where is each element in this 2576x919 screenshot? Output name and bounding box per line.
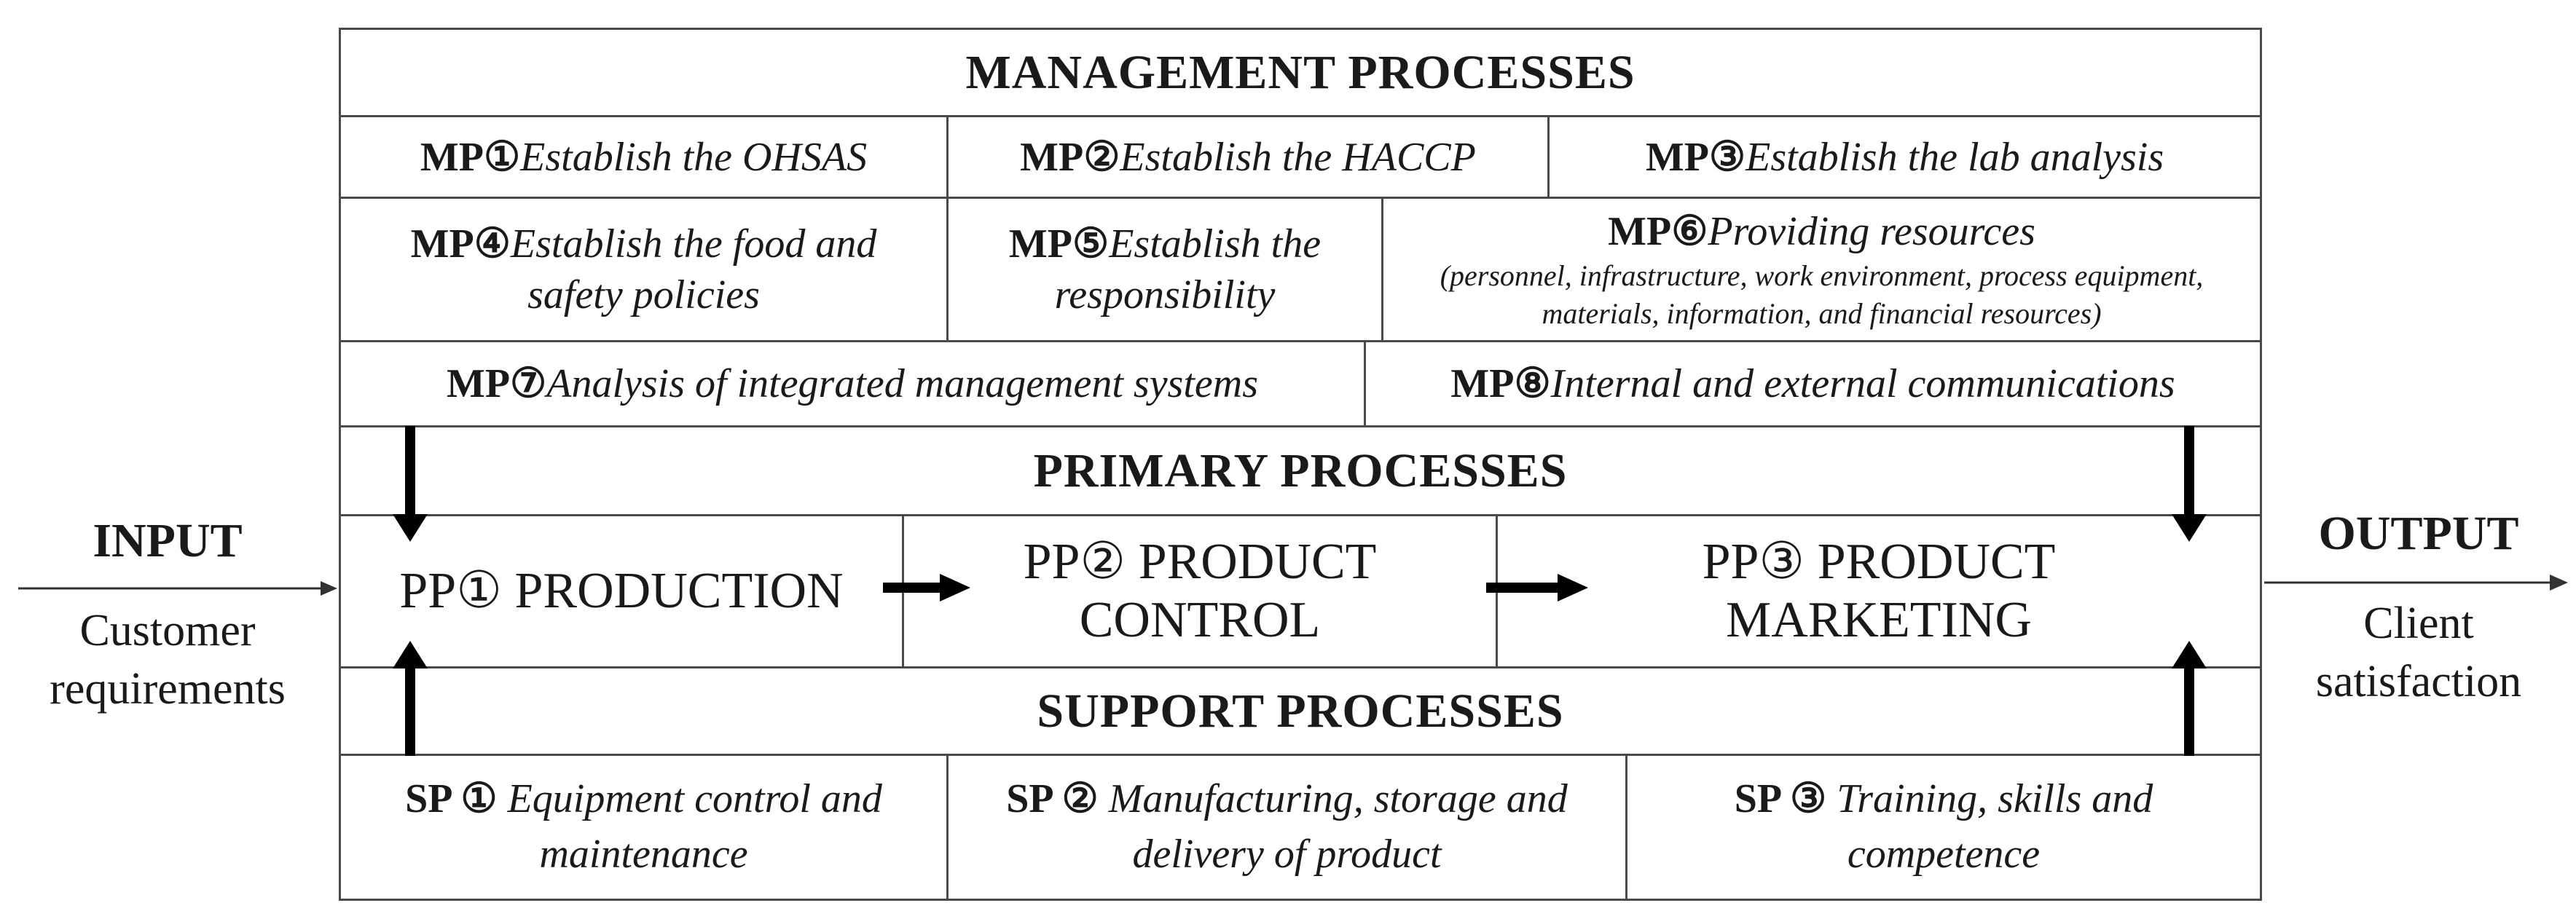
pp2-line1: PRODUCT — [1138, 533, 1377, 590]
mp7-code: MP⑦ — [446, 361, 547, 406]
primary-processes-title: PRIMARY PROCESSES — [1033, 443, 1568, 497]
output-line2: satisfaction — [2315, 657, 2522, 707]
mp4-text: Establish the food and safety policies — [510, 221, 877, 317]
output-line1: Client — [2363, 598, 2474, 648]
pp1-box: PP① PRODUCTION — [339, 514, 904, 668]
support-processes-title: SUPPORT PROCESSES — [1037, 684, 1564, 738]
sp1-box: SP ① Equipment control and maintenance — [339, 754, 949, 901]
mp8-code: MP⑧ — [1450, 361, 1551, 406]
input-title: INPUT — [93, 514, 243, 567]
primary-processes-header: PRIMARY PROCESSES — [339, 425, 2262, 516]
output-title: OUTPUT — [2318, 507, 2519, 560]
management-down-arrow-right — [2172, 426, 2207, 542]
mp7-box: MP⑦Analysis of integrated management sys… — [339, 340, 1366, 427]
sp2-text: Manufacturing, storage and delivery of p… — [1108, 776, 1568, 877]
output-arrow — [2264, 575, 2568, 591]
mp4-box: MP④Establish the food and safety policie… — [339, 197, 949, 342]
support-up-arrow-left — [393, 641, 428, 756]
pp1-text: PRODUCTION — [514, 562, 844, 619]
mp3-code: MP③ — [1645, 134, 1746, 180]
input-line2: requirements — [50, 664, 286, 714]
mp1-code: MP① — [420, 134, 521, 180]
pp2-line2: CONTROL — [1079, 592, 1321, 648]
input-line1: Customer — [79, 605, 256, 655]
output-label-group: OUTPUT Client satisfaction — [2266, 502, 2572, 711]
sp1-text: Equipment control and maintenance — [507, 776, 882, 877]
pp1-code: PP① — [399, 562, 502, 619]
support-processes-header: SUPPORT PROCESSES — [339, 666, 2262, 756]
mp6-text: Providing resources — [1708, 209, 2035, 254]
mp2-code: MP② — [1020, 134, 1120, 180]
mp6-code: MP⑥ — [1608, 209, 1708, 254]
mp3-text: Establish the lab analysis — [1746, 134, 2164, 180]
management-processes-header: MANAGEMENT PROCESSES — [339, 28, 2262, 117]
management-processes-title: MANAGEMENT PROCESSES — [965, 45, 1635, 99]
mp1-text: Establish the OHSAS — [520, 134, 868, 180]
sp1-code: SP ① — [405, 776, 498, 822]
pp3-line1: PRODUCT — [1817, 533, 2056, 590]
sp2-box: SP ② Manufacturing, storage and delivery… — [946, 754, 1627, 901]
pp2-to-pp3-arrow — [1486, 574, 1588, 602]
management-down-arrow-left — [393, 426, 428, 542]
sp3-box: SP ③ Training, skills and competence — [1625, 754, 2262, 901]
pp3-box: PP③ PRODUCT MARKETING — [1496, 514, 2262, 668]
pp3-line2: MARKETING — [1726, 592, 2032, 648]
pp2-code: PP② — [1023, 533, 1126, 590]
pp1-to-pp2-arrow — [883, 574, 970, 602]
mp4-code: MP④ — [410, 221, 511, 267]
mp5-box: MP⑤Establish the responsibility — [946, 197, 1383, 342]
mp6-box: MP⑥Providing resources (personnel, infra… — [1381, 197, 2262, 342]
input-label-group: INPUT Customer requirements — [0, 510, 335, 719]
mp5-text: Establish the responsibility — [1054, 221, 1322, 317]
mp2-text: Establish the HACCP — [1120, 134, 1476, 180]
mp5-code: MP⑤ — [1008, 221, 1110, 267]
mp8-text: Internal and external communications — [1550, 361, 2175, 406]
sp3-text: Training, skills and competence — [1837, 776, 2153, 877]
mp6-detail: (personnel, infrastructure, work environ… — [1440, 259, 2204, 330]
mp7-text: Analysis of integrated management system… — [546, 361, 1258, 406]
mp3-box: MP③Establish the lab analysis — [1547, 115, 2262, 199]
pp3-code: PP③ — [1702, 533, 1805, 590]
sp2-code: SP ② — [1006, 776, 1099, 822]
sp3-code: SP ③ — [1734, 776, 1827, 822]
input-arrow — [18, 581, 337, 596]
support-up-arrow-right — [2172, 641, 2207, 756]
